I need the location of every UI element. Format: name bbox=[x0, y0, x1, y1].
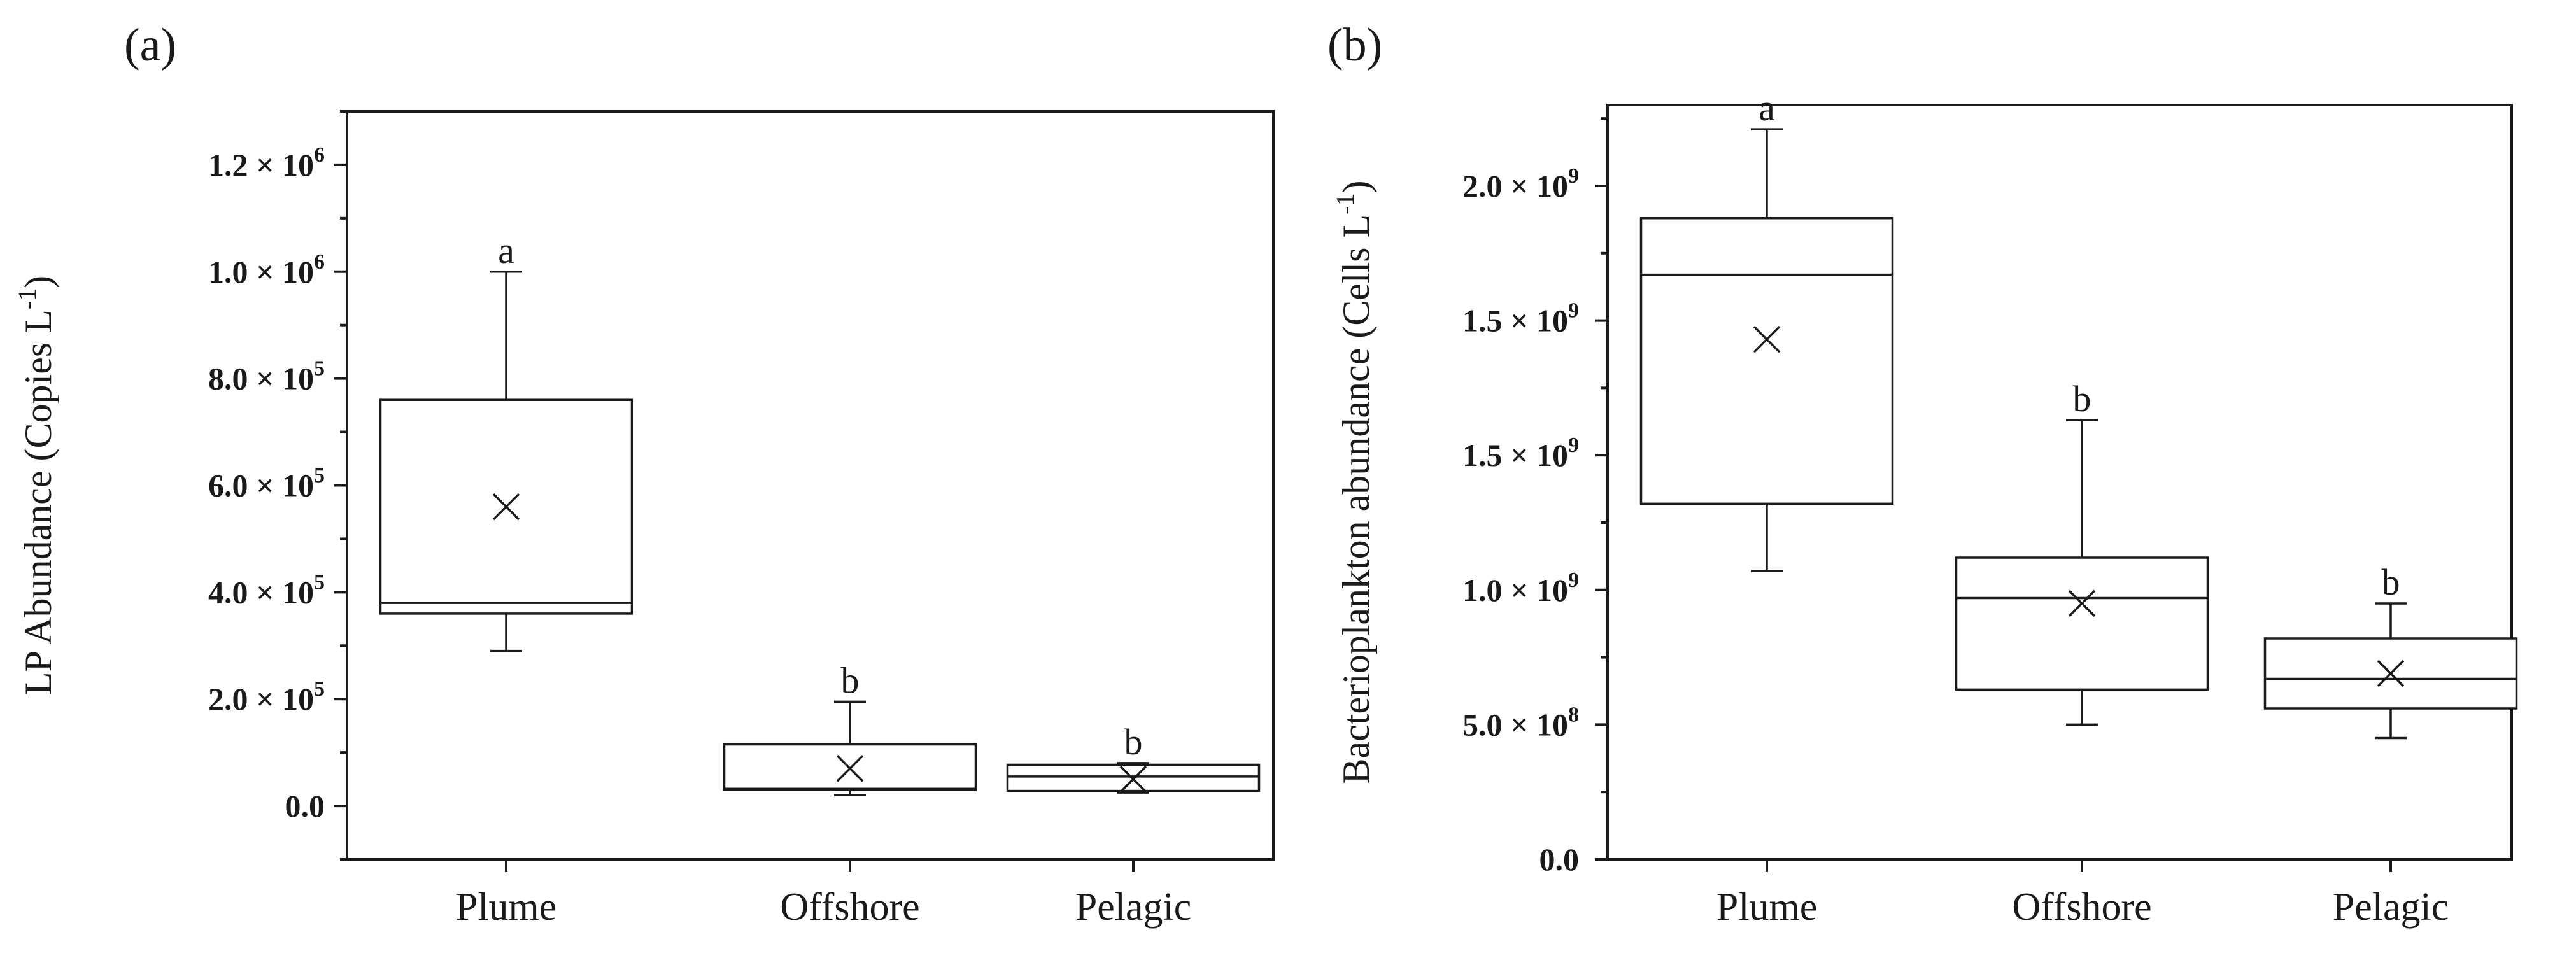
x-tick-label: Plume bbox=[456, 885, 556, 929]
y-tick-label: 1.0 × 106 bbox=[208, 250, 325, 290]
significance-letter: b bbox=[1124, 721, 1143, 763]
y-tick-label: 1.2 × 106 bbox=[208, 143, 325, 183]
significance-letter: b bbox=[2073, 378, 2091, 419]
x-tick-label: Offshore bbox=[2012, 885, 2151, 929]
y-tick-label: 0.0 bbox=[1539, 842, 1580, 877]
plot-frame bbox=[1606, 104, 2513, 861]
significance-letter: a bbox=[498, 230, 514, 271]
y-tick-label: 4.0 × 105 bbox=[208, 570, 325, 610]
mean-marker bbox=[492, 493, 520, 521]
panel-label: (a) bbox=[124, 19, 176, 71]
y-tick-label: 2.0 × 109 bbox=[1462, 164, 1579, 204]
panel-b-bacterioplankton-abundance: (b) 0.0 5.0 × 108 1.0 × 109 1.5 × 109 1.5 × 1… bbox=[1327, 19, 2518, 929]
panel-label: (b) bbox=[1327, 19, 1382, 71]
y-tick-label: 1.0 × 109 bbox=[1462, 568, 1579, 608]
mean-marker bbox=[1119, 765, 1147, 793]
mean-marker bbox=[1753, 325, 1781, 353]
y-tick-label: 8.0 × 105 bbox=[208, 357, 325, 397]
x-tick-label: Pelagic bbox=[2333, 885, 2449, 929]
y-tick-label: 1.5 × 109 bbox=[1462, 299, 1579, 339]
significance-letter: b bbox=[2382, 561, 2400, 603]
y-tick-label: 2.0 × 105 bbox=[208, 677, 325, 717]
y-axis-label: Bacterioplankton abundance (Cells L-1) bbox=[1331, 180, 1377, 784]
mean-marker bbox=[2068, 589, 2096, 617]
y-tick-label: 0.0 bbox=[285, 788, 325, 824]
y-tick-label: 5.0 × 108 bbox=[1462, 703, 1579, 742]
x-tick-label: Pelagic bbox=[1075, 885, 1192, 929]
y-tick-label: 1.5 × 109 bbox=[1462, 433, 1579, 473]
mean-marker bbox=[836, 755, 864, 782]
mean-marker bbox=[2377, 659, 2405, 687]
y-tick-label: 6.0 × 105 bbox=[208, 464, 325, 504]
panel-a-lp-abundance: (a) 0.0 2.0 × 105 4.0 × 105 6.0 × 105 8.0 × 1… bbox=[13, 19, 1275, 929]
significance-letter: b bbox=[841, 659, 860, 701]
y-axis-label: LP Abundance (Copies L-1) bbox=[13, 276, 59, 695]
significance-letter: a bbox=[1759, 87, 1775, 129]
x-tick-label: Offshore bbox=[780, 885, 919, 929]
iqr-box bbox=[1955, 556, 2209, 691]
iqr-box bbox=[1639, 217, 1894, 505]
x-tick-label: Plume bbox=[1716, 885, 1817, 929]
